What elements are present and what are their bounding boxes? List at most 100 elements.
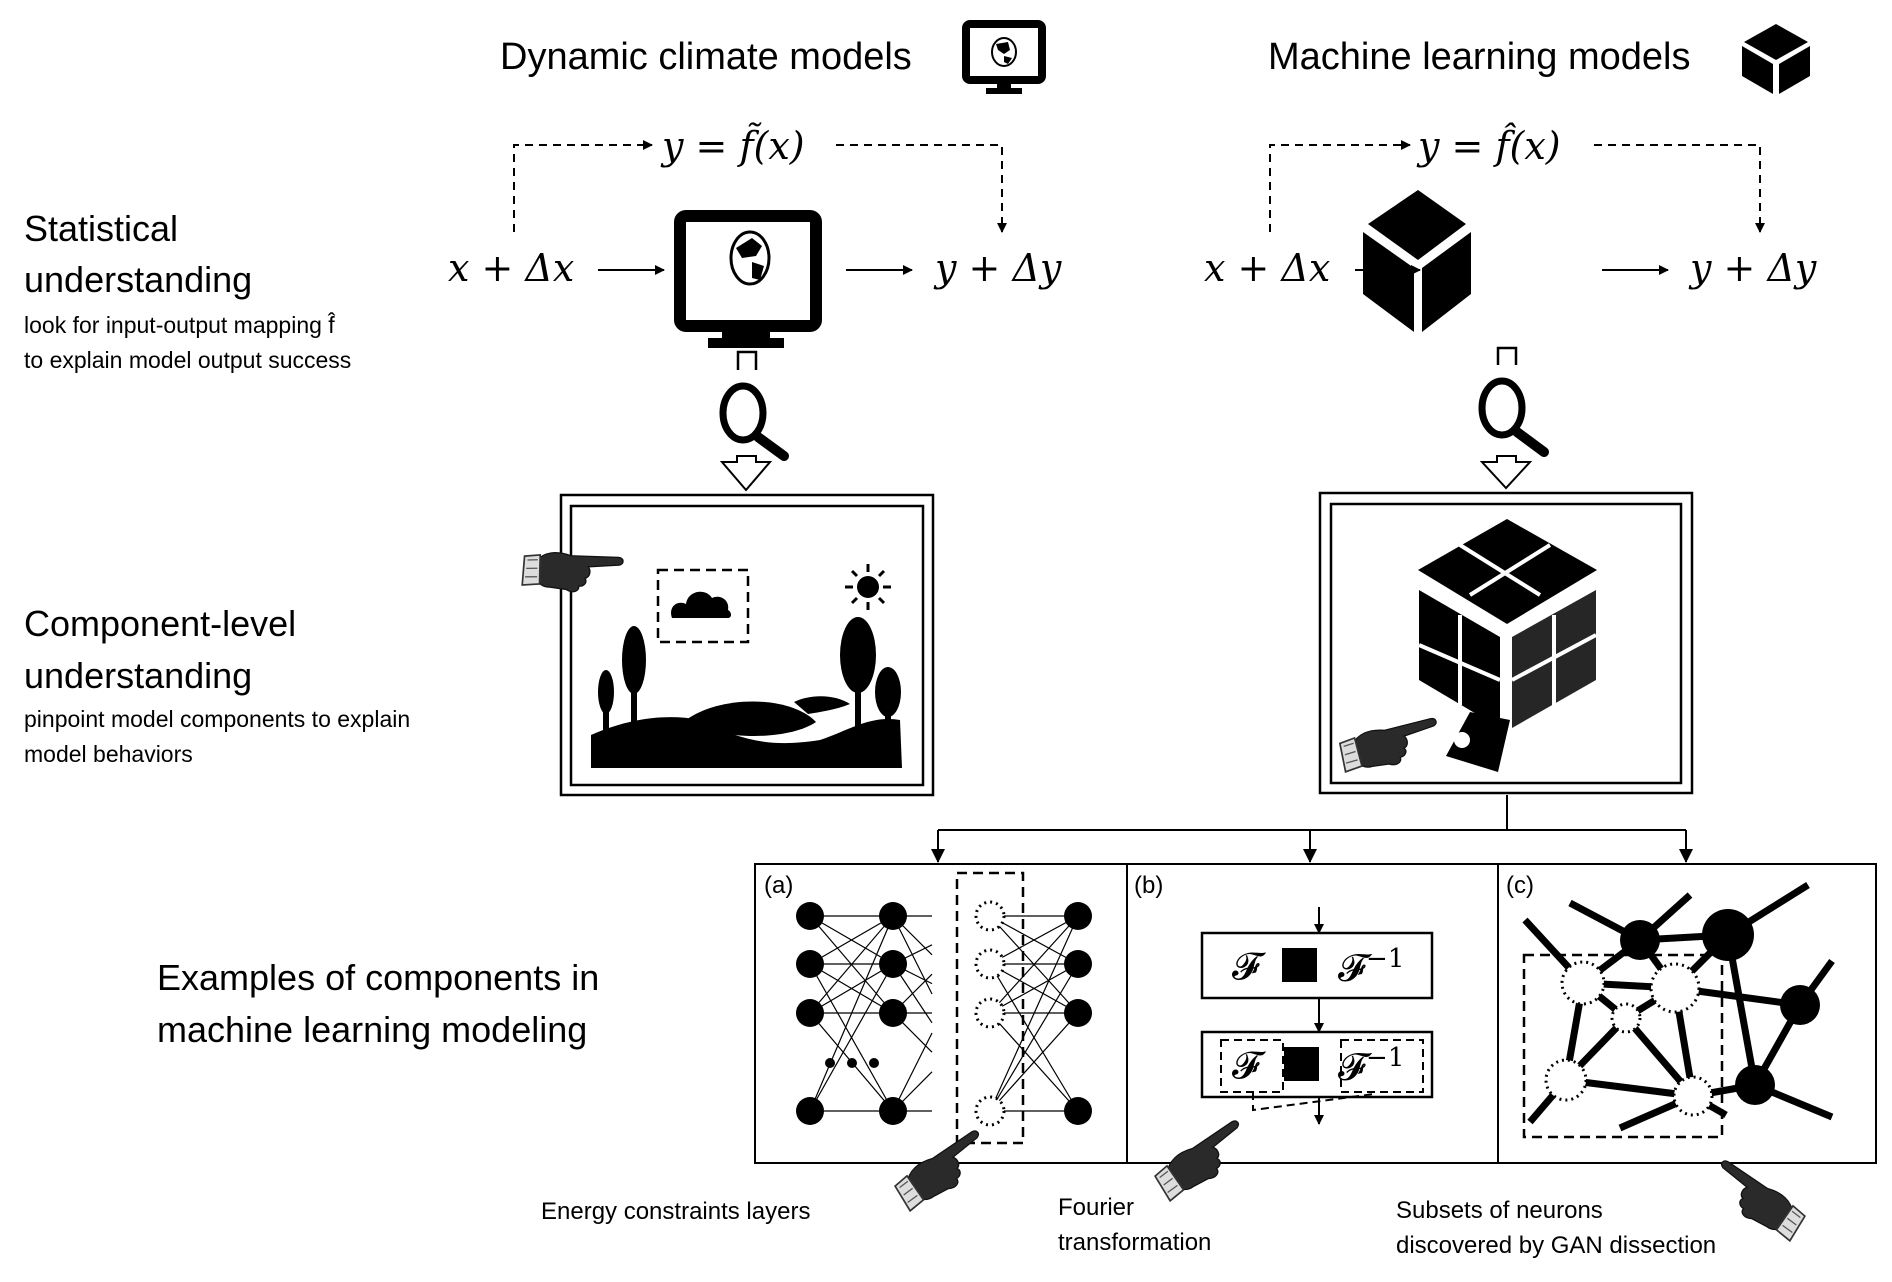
nn-constraint-neuron (976, 950, 1004, 978)
graph-edge (1530, 1080, 1566, 1122)
nn-edge (810, 916, 893, 1013)
graph-dissected-neuron (1546, 1060, 1586, 1100)
ml-equation: y = f̂(x) (1418, 124, 1561, 168)
nn-edge (810, 1013, 893, 1111)
graph-edge (1566, 1018, 1626, 1080)
graph-dissected-neuron (1674, 1077, 1712, 1115)
nn-edge (893, 1013, 932, 1052)
ml-inspect-connector (1498, 348, 1516, 365)
ml-model-black-box-icon (1363, 190, 1471, 332)
ml-output: y + Δy (1690, 246, 1816, 290)
nn-edge (990, 964, 1078, 1111)
ml-input: x + Δx (1204, 246, 1330, 290)
pointing-hand-icon (1149, 1119, 1255, 1201)
panel-a-caption: Energy constraints layers (541, 1194, 810, 1230)
nn-edge (810, 964, 893, 1111)
monitor-globe-icon (966, 24, 1042, 94)
nn-neuron (879, 999, 907, 1027)
nn-edge (893, 916, 932, 955)
pointing-hand-icon (521, 544, 624, 598)
graph-edge (1728, 885, 1808, 935)
graph-edge (1755, 1005, 1800, 1085)
nn-edge (810, 916, 893, 1013)
magnifier-icon (1482, 381, 1544, 452)
black-box-cube-icon (1742, 24, 1810, 94)
ellipsis-dot (825, 1058, 835, 1068)
graph-edge (1755, 1085, 1832, 1117)
nn-edge (893, 964, 932, 984)
examples-heading-2: machine learning modeling (157, 1004, 587, 1056)
component-heading-2: understanding (24, 650, 252, 702)
nn-edge (990, 916, 1078, 964)
panel-b-fourier-blocks (1202, 907, 1432, 1124)
graph-neuron (1735, 1065, 1775, 1105)
graph-dissected-neuron (1562, 962, 1604, 1004)
nn-edge (893, 1072, 932, 1111)
graph-dissected-neuron (1651, 964, 1699, 1012)
nn-edge (810, 916, 893, 1111)
panel-b-label: (b) (1134, 868, 1163, 904)
component-description-1: pinpoint model components to explain (24, 702, 410, 737)
graph-edge (1566, 1080, 1693, 1096)
ellipsis-dot (847, 1058, 857, 1068)
fourier-inverse-2: 𝓕−1 (1338, 1043, 1404, 1090)
nn-edge (893, 1033, 932, 1111)
energy-constraint-layer-highlight (957, 873, 1023, 1143)
component-heading-1: Component-level (24, 598, 296, 650)
graph-edge (1640, 935, 1728, 940)
magnifier-icon (723, 386, 784, 456)
statistical-heading-1: Statistical (24, 203, 178, 255)
nn-neuron (796, 950, 824, 978)
pointing-hand-icon (1338, 718, 1441, 772)
fourier-forward-2: 𝓕 (1232, 1043, 1260, 1088)
graph-edge (1800, 961, 1832, 1005)
panel-c-caption-1: Subsets of neurons (1396, 1193, 1603, 1229)
pointing-hand-icon (889, 1129, 995, 1211)
ml-component-frame (1320, 493, 1692, 793)
statistical-heading-2: understanding (24, 254, 252, 306)
climate-inspect-connector (738, 352, 756, 370)
puzzle-cube-icon (1418, 519, 1597, 772)
neuron-subset-highlight (1524, 955, 1722, 1137)
panel-b-caption-2: transformation (1058, 1225, 1211, 1261)
nn-neuron (796, 902, 824, 930)
fourier-forward-1: 𝓕 (1232, 944, 1260, 989)
graph-edge (1693, 1096, 1726, 1115)
pointing-hand-icon (1705, 1159, 1811, 1241)
nn-edge (893, 945, 932, 964)
nn-edge (990, 1013, 1078, 1111)
nn-neuron (1064, 950, 1092, 978)
landscape-icon (591, 617, 902, 768)
panel-b-caption-1: Fourier (1058, 1190, 1134, 1226)
nn-edge (810, 916, 893, 964)
examples-heading-1: Examples of components in (157, 952, 599, 1004)
nn-constraint-neuron (976, 1097, 1004, 1125)
nn-edge (810, 964, 893, 1013)
graph-edge (1583, 983, 1626, 1018)
climate-equation: y = f̃(x) (662, 124, 805, 168)
ellipsis-dot (869, 1058, 879, 1068)
graph-edge (1626, 1018, 1693, 1096)
graph-edge (1525, 920, 1583, 983)
graph-dissected-neuron (1612, 1004, 1640, 1032)
graph-edge (1566, 983, 1583, 1080)
nn-neuron (879, 950, 907, 978)
panel-c-caption-2: discovered by GAN dissection (1396, 1228, 1716, 1264)
nn-edge (810, 964, 893, 1111)
nn-neuron (1064, 902, 1092, 930)
ml-models-title: Machine learning models (1268, 36, 1690, 79)
climate-output: y + Δy (935, 246, 1061, 290)
graph-edge (1583, 940, 1640, 983)
nn-edge (990, 1013, 1078, 1111)
panel-a-neural-network (796, 902, 1092, 1125)
climate-component-frame (561, 495, 933, 795)
statistical-description-1: look for input-output mapping f̂ (24, 308, 335, 343)
nn-edge (810, 964, 893, 1013)
cloud-component-highlight (658, 570, 748, 642)
graph-edge (1728, 935, 1755, 1085)
nn-constraint-neuron (976, 902, 1004, 930)
nn-edge (990, 916, 1078, 1013)
nn-edge (990, 916, 1078, 1111)
graph-neuron (1620, 920, 1660, 960)
fourier-inverse-1: 𝓕−1 (1338, 944, 1404, 991)
